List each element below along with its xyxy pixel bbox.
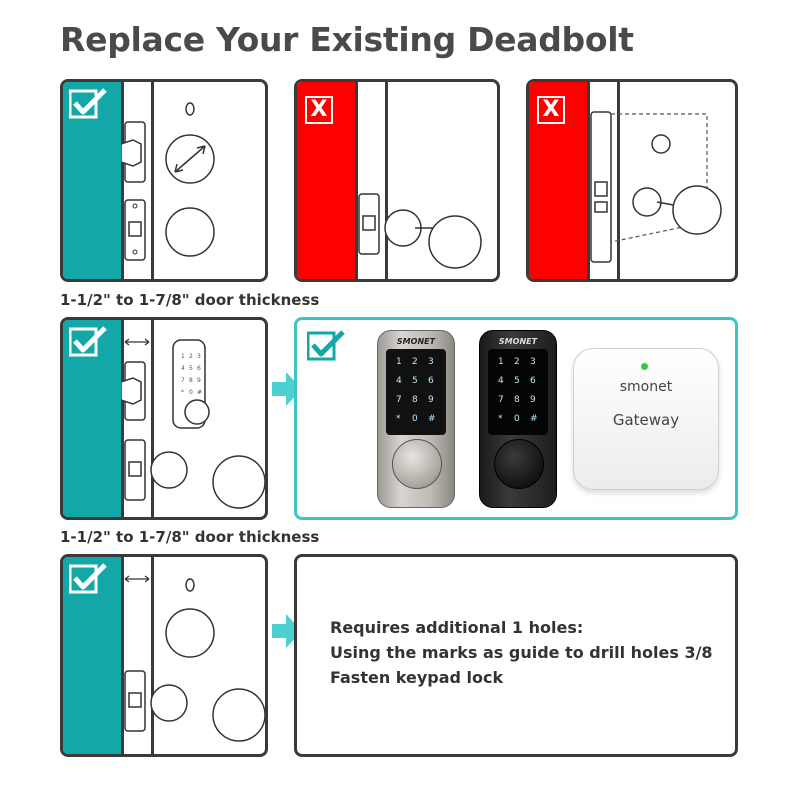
lock-brand: SMONET <box>396 337 436 346</box>
keypad-key: * <box>498 414 503 424</box>
keypad-key: 5 <box>412 376 418 386</box>
arrow-right-icon <box>272 614 302 648</box>
keypad-key: # <box>428 414 436 424</box>
instruction-line-1: Requires additional 1 holes: <box>330 618 584 637</box>
fingerprint-knob <box>392 439 442 489</box>
x-mark-icon: X <box>305 96 333 124</box>
svg-text:3: 3 <box>197 353 201 360</box>
keypad-key: 1 <box>396 357 402 367</box>
compatible-strip <box>63 320 121 517</box>
keypad-key: 7 <box>396 395 402 405</box>
door-edge-illustration <box>121 121 146 261</box>
knob-lock-illustration <box>358 193 482 269</box>
keypad-key: 9 <box>530 395 536 405</box>
page-title: Replace Your Existing Deadbolt <box>60 20 634 59</box>
instruction-line-2: Using the marks as guide to drill holes … <box>330 643 713 662</box>
keypad-key: 6 <box>428 376 434 386</box>
keypad-key: 6 <box>530 376 536 386</box>
compatible-strip <box>63 557 121 754</box>
keypad-key: 2 <box>412 357 418 367</box>
keypad-key: 8 <box>514 395 520 405</box>
svg-text:1: 1 <box>181 353 185 360</box>
keypad-key: 5 <box>514 376 520 386</box>
keypad-key: 4 <box>498 376 504 386</box>
panel-compatible-deadbolt <box>60 79 268 282</box>
keypad-key: 3 <box>530 357 536 367</box>
fingerprint-knob <box>494 439 544 489</box>
panel-incompatible-mortise: X <box>526 79 738 282</box>
svg-text:7: 7 <box>181 377 185 384</box>
svg-text:6: 6 <box>197 365 201 372</box>
deadbolt-thumbturn-illustration <box>165 102 215 257</box>
svg-text:*: * <box>181 389 184 396</box>
keypad-key: 1 <box>498 357 504 367</box>
keypad-key: 7 <box>498 395 504 405</box>
instruction-line-3: Fasten keypad lock <box>330 668 504 687</box>
svg-text:0: 0 <box>189 389 193 396</box>
lock-brand: SMONET <box>498 337 538 346</box>
mortise-lock-illustration <box>590 111 722 263</box>
checkmark-icon <box>69 563 107 594</box>
panel-compatible-drill <box>60 554 268 757</box>
svg-text:4: 4 <box>181 365 185 372</box>
keypad-key: 4 <box>396 376 402 386</box>
keypad-key: 9 <box>428 395 434 405</box>
svg-text:8: 8 <box>189 377 193 384</box>
keypad-key: 2 <box>514 357 520 367</box>
x-mark-icon: X <box>537 96 565 124</box>
gateway-brand: smonet <box>619 379 673 395</box>
keypad-key: 3 <box>428 357 434 367</box>
status-led <box>641 363 648 370</box>
compatible-strip <box>63 82 121 279</box>
thickness-caption: 1-1/2" to 1-7/8" door thickness <box>60 291 320 309</box>
checkmark-icon <box>307 330 345 361</box>
svg-text:#: # <box>197 389 202 396</box>
gateway-device: smonet Gateway <box>573 348 719 490</box>
keypad-key: # <box>530 414 538 424</box>
svg-text:2: 2 <box>189 353 193 360</box>
arrow-right-icon <box>272 372 302 406</box>
checkmark-icon <box>69 326 107 357</box>
keypad-key: 8 <box>412 395 418 405</box>
svg-text:5: 5 <box>189 365 193 372</box>
keypad-key: 0 <box>514 414 520 424</box>
drill-hole-illustration <box>124 575 265 742</box>
panel-instructions <box>294 554 738 757</box>
checkmark-icon <box>69 88 107 119</box>
keypad-key: 0 <box>412 414 418 424</box>
svg-text:9: 9 <box>197 377 201 384</box>
gateway-label: Gateway <box>612 411 680 429</box>
thickness-caption: 1-1/2" to 1-7/8" door thickness <box>60 528 320 546</box>
panel-incompatible-knob: X <box>294 79 500 282</box>
keypad-key: * <box>396 414 401 424</box>
